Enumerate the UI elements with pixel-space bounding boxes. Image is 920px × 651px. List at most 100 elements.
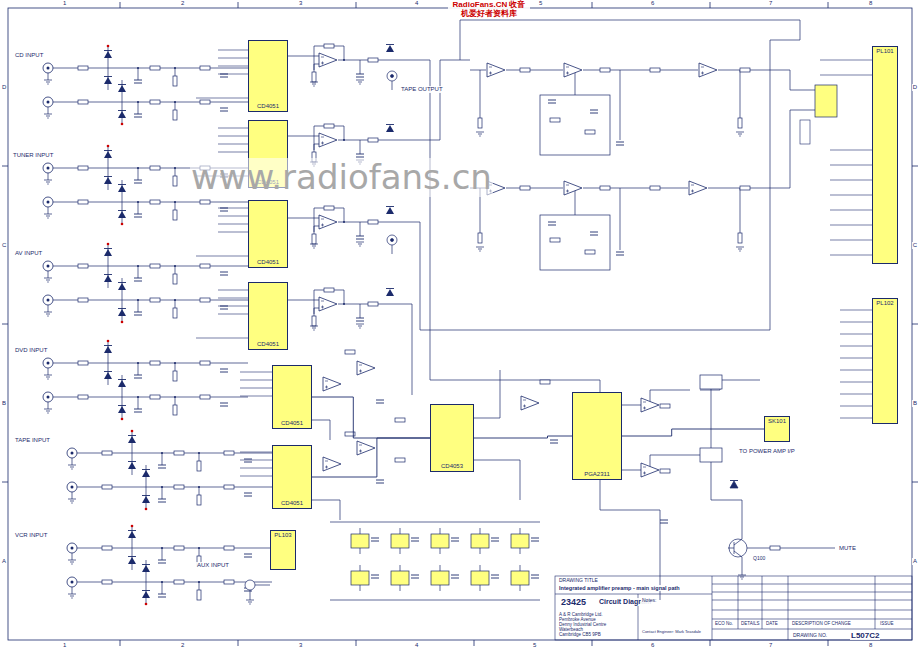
grid-number: 5 <box>532 642 537 649</box>
line-shape <box>840 322 872 323</box>
line-shape <box>330 600 540 601</box>
input-name: AV INPUT <box>14 250 43 257</box>
ic-box: CD4051 <box>248 200 288 268</box>
circle-shape <box>391 239 394 242</box>
use-shape <box>511 565 539 591</box>
use-shape <box>376 480 384 483</box>
line-shape <box>2 482 8 483</box>
line-shape <box>196 256 248 257</box>
polyline-shape <box>506 70 563 71</box>
grid-number: 8 <box>868 0 873 7</box>
line-shape <box>712 619 912 620</box>
use-shape <box>351 565 379 591</box>
rect-shape <box>700 375 722 389</box>
line-shape <box>218 314 248 315</box>
line-shape <box>240 452 272 453</box>
line-shape <box>238 640 239 646</box>
grid-letter: B <box>912 400 918 407</box>
grid-number: 2 <box>180 0 185 7</box>
use-shape <box>660 520 668 523</box>
line-shape <box>912 482 918 483</box>
line-shape <box>840 406 872 407</box>
line-shape <box>474 640 475 646</box>
use-shape <box>357 361 375 375</box>
line-shape <box>218 66 248 67</box>
part-name: PL101 <box>876 48 893 55</box>
line-shape <box>840 358 872 359</box>
use-shape <box>487 63 505 77</box>
line-shape <box>712 592 912 593</box>
connector-box: PL102 <box>872 298 898 424</box>
polyline-shape <box>622 390 690 405</box>
line-shape <box>828 640 829 646</box>
line-shape <box>740 70 741 120</box>
part-name: CD4051 <box>257 103 279 110</box>
line-shape <box>196 98 248 99</box>
polyline-shape <box>406 60 600 392</box>
watermark: RadioFans.CN 收音机爱好者资料库 <box>448 0 530 18</box>
grid-number: 3 <box>298 0 303 7</box>
use-shape <box>600 68 610 72</box>
use-shape <box>740 186 750 190</box>
line-shape <box>592 2 593 8</box>
input-name: DVD INPUT <box>14 347 48 354</box>
drawing-number: L507C2 <box>850 631 880 640</box>
use-shape <box>641 398 659 412</box>
company-address: Cambridge CB5 9PB <box>558 632 602 637</box>
line-shape <box>788 576 789 640</box>
line-shape <box>840 382 872 383</box>
use-shape <box>660 469 670 473</box>
line-shape <box>218 216 248 217</box>
use-shape <box>641 463 659 477</box>
polyline-shape <box>622 455 700 470</box>
line-shape <box>830 165 872 166</box>
ic-box: CD4051 <box>272 365 312 429</box>
line-shape <box>218 232 248 233</box>
line-shape <box>250 590 251 600</box>
polyline-shape <box>708 110 815 188</box>
output-name: TO POWER AMP I/P <box>738 448 796 455</box>
signal-wire <box>622 429 764 436</box>
line-shape <box>840 310 872 311</box>
use-shape <box>550 238 560 242</box>
line-shape <box>330 522 540 523</box>
line-shape <box>734 539 742 545</box>
line-shape <box>356 640 357 646</box>
line-shape <box>480 70 481 120</box>
polyline-shape <box>312 420 330 440</box>
grid-letter: A <box>1 558 7 565</box>
use-shape <box>288 206 406 248</box>
use-shape <box>323 377 341 391</box>
watermark: www.radiofans.cn <box>190 158 493 197</box>
table-header: DESCRIPTION OF CHANGE <box>791 621 852 626</box>
use-shape <box>471 565 499 591</box>
use-shape <box>600 186 610 190</box>
line-shape <box>392 81 393 90</box>
title-block <box>555 576 912 640</box>
use-shape <box>246 600 254 604</box>
use-shape <box>395 418 405 422</box>
grid-number: 2 <box>180 642 185 649</box>
part-name: Q100 <box>752 556 766 562</box>
line-shape <box>620 70 621 140</box>
grid-number: 1 <box>62 0 67 7</box>
grid-letter: C <box>1 242 7 249</box>
grid-letter: D <box>1 84 7 91</box>
use-shape <box>585 130 595 134</box>
line-shape <box>218 290 248 291</box>
use-shape <box>730 481 738 489</box>
use-shape <box>548 100 556 103</box>
line-shape <box>196 338 248 339</box>
line-shape <box>218 298 248 299</box>
use-shape <box>550 440 558 443</box>
line-shape <box>120 640 121 646</box>
ic-box: CD4053 <box>430 404 474 472</box>
part-name: PL103 <box>274 532 291 539</box>
ic-box: PGA2311 <box>572 392 622 480</box>
line-shape <box>620 188 621 250</box>
ic-box: CD4051 <box>272 445 312 509</box>
use-shape <box>357 441 375 455</box>
use-shape <box>43 243 248 324</box>
use-shape <box>564 63 582 77</box>
